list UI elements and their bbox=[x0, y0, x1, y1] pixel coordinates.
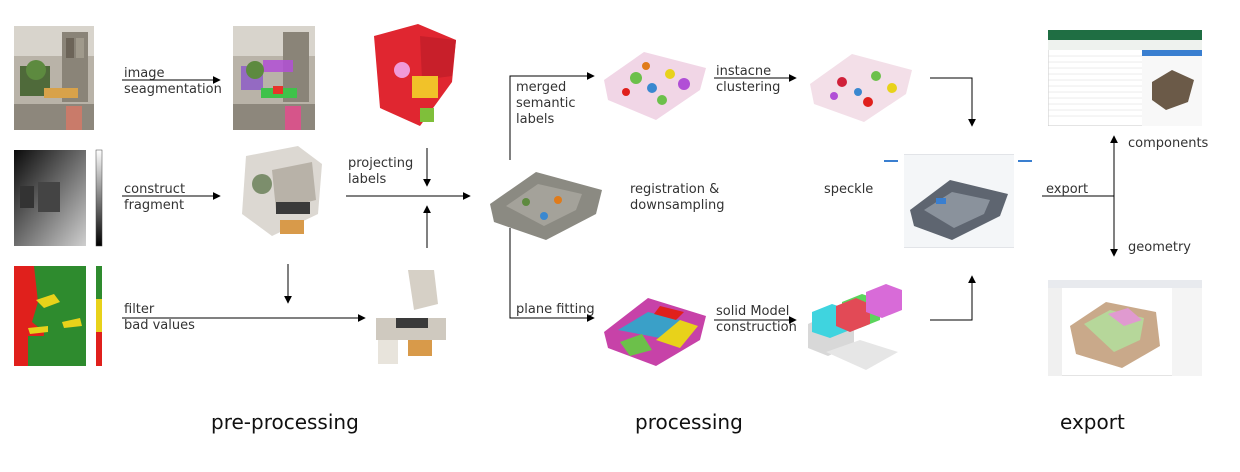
confidence-map bbox=[14, 262, 110, 370]
export-label: export bbox=[1046, 182, 1089, 197]
filtered-fragment bbox=[368, 264, 460, 372]
depth-map bbox=[14, 146, 110, 250]
instance-cloud bbox=[806, 38, 918, 126]
speckle-viewer bbox=[880, 154, 1038, 248]
labeled-fragment bbox=[366, 22, 462, 132]
section-preprocessing: pre-processing bbox=[211, 410, 359, 434]
components-label: components bbox=[1128, 136, 1209, 151]
speckle-label: speckle bbox=[824, 182, 874, 197]
filter-bad-values-label: filter bad values bbox=[124, 302, 195, 333]
instance-clustering-label: instacne clustering bbox=[716, 64, 781, 95]
section-processing: processing bbox=[635, 410, 743, 434]
plane-fitted-cloud bbox=[600, 290, 710, 368]
construct-fragment-label: construct fragment bbox=[124, 182, 186, 213]
geometry-label: geometry bbox=[1128, 240, 1192, 255]
fragment-pointcloud bbox=[232, 140, 328, 252]
image-segmentation-label: image seagmentation bbox=[124, 66, 222, 97]
geometry-cad-view bbox=[1048, 280, 1202, 376]
registration-downsampling-label: registration & downsampling bbox=[630, 182, 725, 213]
semantic-merged-cloud bbox=[600, 34, 710, 124]
solid-model-construction-label: solid Model construction bbox=[716, 304, 797, 335]
components-spreadsheet bbox=[1048, 30, 1202, 126]
section-export: export bbox=[1060, 410, 1125, 434]
office-photo bbox=[14, 26, 94, 130]
registered-cloud bbox=[486, 160, 606, 242]
plane-fitting-label: plane fitting bbox=[516, 302, 595, 317]
segmented-photo bbox=[233, 26, 315, 130]
solid-model bbox=[806, 282, 914, 372]
projecting-labels-label: projecting labels bbox=[348, 156, 414, 187]
merged-semantic-labels-label: merged semantic labels bbox=[516, 80, 576, 127]
